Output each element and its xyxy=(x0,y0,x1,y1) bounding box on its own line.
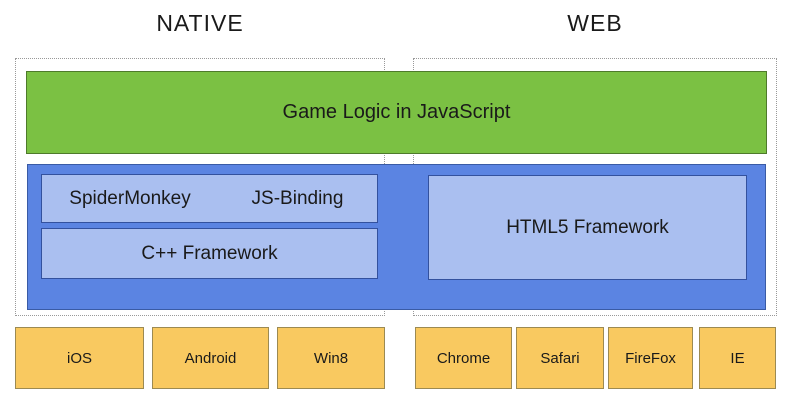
platform-box-chrome: Chrome xyxy=(415,327,512,389)
js-binding-label: JS-Binding xyxy=(251,187,344,209)
spidermonkey-label: SpiderMonkey xyxy=(69,187,191,209)
platform-label-ios: iOS xyxy=(66,349,92,367)
platform-box-safari: Safari xyxy=(516,327,604,389)
spidermonkey-box: SpiderMonkey xyxy=(41,174,219,223)
html5-framework-box: HTML5 Framework xyxy=(428,175,747,280)
platform-box-win8: Win8 xyxy=(277,327,385,389)
platform-label-safari: Safari xyxy=(540,349,580,367)
platform-label-ie: IE xyxy=(730,349,745,367)
platform-box-ie: IE xyxy=(699,327,776,389)
platform-box-ios: iOS xyxy=(15,327,144,389)
cpp-framework-label: C++ Framework xyxy=(141,242,278,264)
platform-label-android: Android xyxy=(184,349,237,367)
platform-label-win8: Win8 xyxy=(313,349,349,367)
platform-label-firefox: FireFox xyxy=(625,349,676,367)
platform-box-firefox: FireFox xyxy=(608,327,693,389)
platform-box-android: Android xyxy=(152,327,269,389)
cpp-framework-box: C++ Framework xyxy=(41,228,378,279)
js-binding-box: JS-Binding xyxy=(218,174,378,223)
native-column-title: NATIVE xyxy=(156,10,244,36)
web-column-title: WEB xyxy=(567,10,623,36)
platform-label-chrome: Chrome xyxy=(436,349,491,367)
html5-framework-label: HTML5 Framework xyxy=(506,216,669,238)
game-logic-box: Game Logic in JavaScript xyxy=(26,71,767,154)
game-logic-label: Game Logic in JavaScript xyxy=(282,101,511,123)
